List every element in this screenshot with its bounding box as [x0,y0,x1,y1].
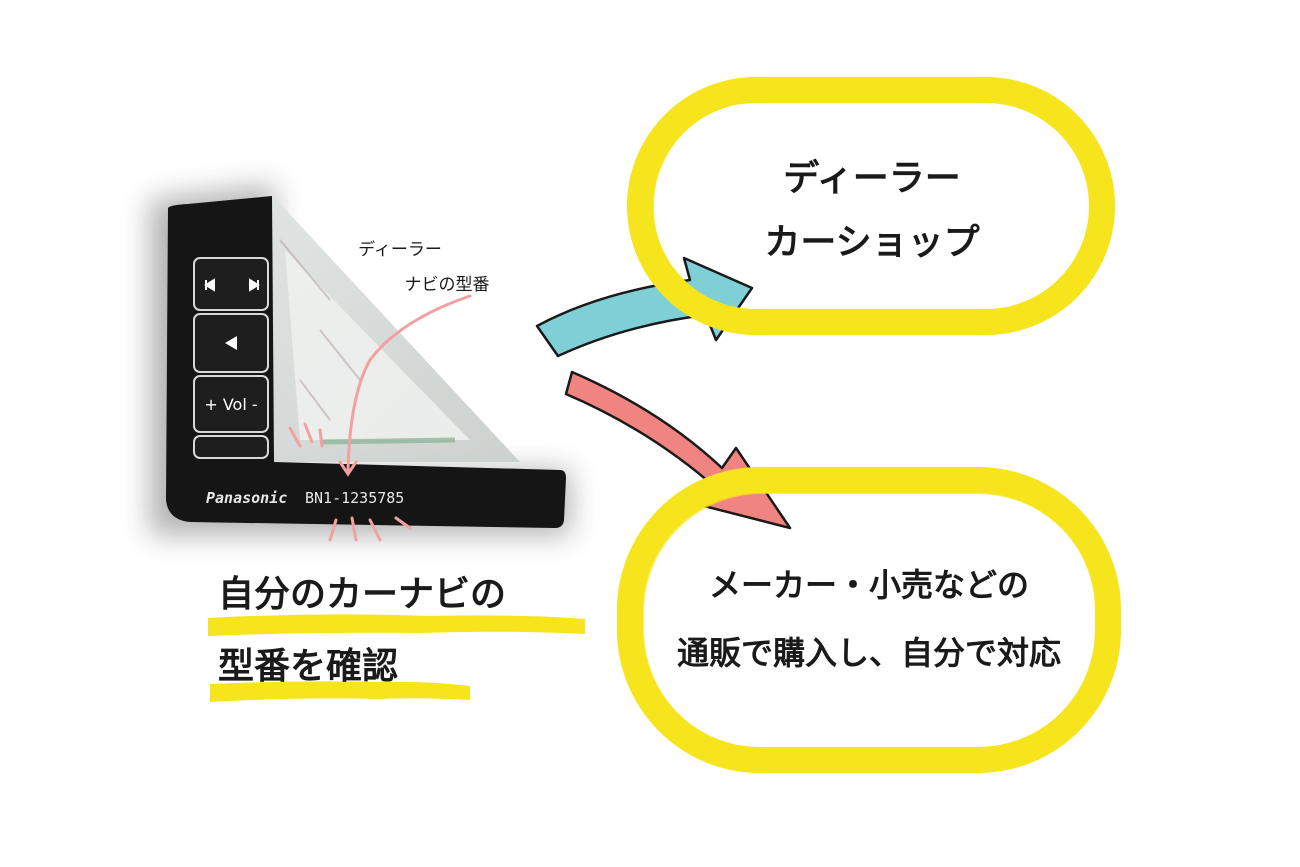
vol-label[interactable]: + Vol - [204,395,257,414]
caption-line-1: 自分のカーナビの [218,574,506,615]
caption-line-2: 型番を確認 [218,646,398,687]
navi-brand-logo: Panasonic [206,489,287,507]
option-dealer-bubble: ディーラー カーショップ [627,77,1115,335]
navi-screen [272,195,520,462]
self-order-line-2: 通販で購入し、自分で対応 [677,634,1061,672]
navi-button-panel: + Vol - [193,257,269,459]
car-navi-illustration: + Vol - Panasonic BN1-1235785 ディーラー ナビの型… [150,185,570,542]
caption-highlight-2 [210,681,470,702]
annotation-line-2: ナビの型番 [405,275,490,295]
self-order-line-1: メーカー・小売などの [709,566,1029,604]
play-button-icon[interactable] [225,336,237,350]
dealer-line-2: カーショップ [764,222,979,263]
skip-buttons-icon[interactable] [204,278,260,292]
navi-model-number: BN1-1235785 [305,489,404,507]
annotation-line-1: ディーラー [358,239,442,260]
dealer-line-1: ディーラー [783,157,960,199]
model-number-pointer [288,294,472,542]
option-self-order-bubble: メーカー・小売などの 通販で購入し、自分で対応 [617,467,1121,773]
caption-highlight-1 [208,614,585,636]
caption: 自分のカーナビの 型番を確認 [208,574,585,702]
